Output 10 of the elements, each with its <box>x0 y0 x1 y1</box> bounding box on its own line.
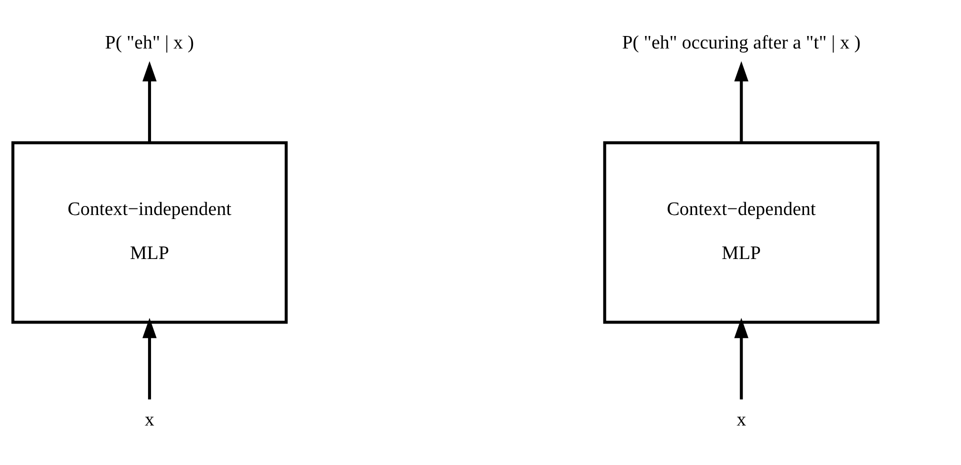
node-box: Context−independent MLP <box>11 141 288 324</box>
arrow <box>734 318 748 400</box>
node-text: x <box>144 409 154 430</box>
node-text: P( "eh" occuring after a "t" | x ) <box>622 32 861 54</box>
arrow <box>734 61 748 143</box>
node-box: Context−dependent MLP <box>603 141 880 324</box>
arrow <box>142 318 157 400</box>
node-text: x <box>736 409 746 430</box>
arrow <box>142 61 157 143</box>
node-text: P( "eh" | x ) <box>105 32 194 54</box>
